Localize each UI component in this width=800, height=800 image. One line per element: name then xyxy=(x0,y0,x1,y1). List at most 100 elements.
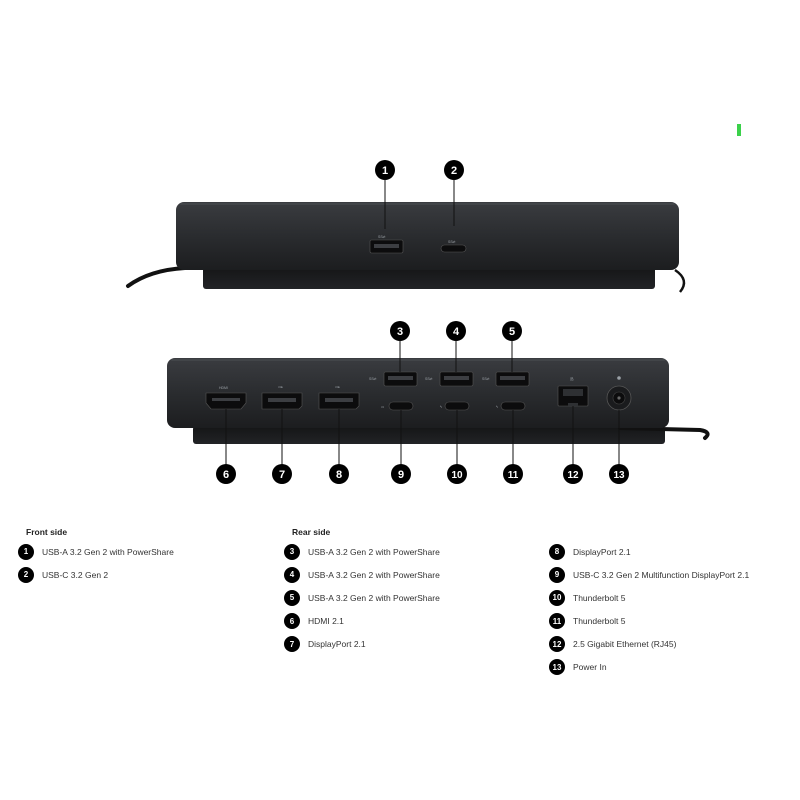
callout-3: 3 xyxy=(390,321,410,341)
legend-item: 1 USB-A 3.2 Gen 2 with PowerShare xyxy=(18,543,174,560)
callout-5: 5 xyxy=(502,321,522,341)
dp-logo: ▭ xyxy=(381,405,384,409)
legend-item: 5 USB-A 3.2 Gen 2 with PowerShare xyxy=(284,589,440,606)
rear-usb-a-port: SS⇄ xyxy=(369,371,418,387)
legend-item-label: Thunderbolt 5 xyxy=(573,592,626,603)
svg-text:7: 7 xyxy=(279,469,285,481)
rear-displayport-port: ▭▸ xyxy=(261,385,303,410)
dock-rear-view: HDMI ▭▸ ▭▸ SS⇄ SS⇄ SS⇄ xyxy=(167,341,710,465)
legend-number-badge: 3 xyxy=(284,543,300,560)
rear-ethernet-port: 品 xyxy=(557,377,589,407)
svg-text:2: 2 xyxy=(451,165,457,177)
callout-12: 12 xyxy=(563,464,583,484)
legend-item-label: Power In xyxy=(573,662,607,673)
callout-7: 7 xyxy=(272,464,292,484)
callout-2: 2 xyxy=(444,160,464,180)
thunderbolt-icon: ϟ xyxy=(496,405,498,409)
legend-item-label: USB-A 3.2 Gen 2 with PowerShare xyxy=(308,546,440,557)
legend-number-badge: 12 xyxy=(549,636,565,653)
status-indicator xyxy=(737,124,741,136)
svg-text:9: 9 xyxy=(398,469,404,481)
ss-logo: SS⇄ xyxy=(369,377,377,381)
rear-usb-a-port: SS⇄ xyxy=(482,371,530,387)
svg-text:13: 13 xyxy=(613,470,625,481)
legend-item: 11 Thunderbolt 5 xyxy=(549,613,749,630)
legend-item-label: HDMI 2.1 xyxy=(308,616,344,627)
svg-text:12: 12 xyxy=(567,470,579,481)
legend-item-label: USB-A 3.2 Gen 2 with PowerShare xyxy=(308,569,440,580)
callout-8: 8 xyxy=(329,464,349,484)
legend-number-badge: 8 xyxy=(549,543,565,560)
ss-logo: SS⇄ xyxy=(482,377,490,381)
front-cable-right xyxy=(674,268,686,293)
svg-text:3: 3 xyxy=(397,326,403,338)
callout-9: 9 xyxy=(391,464,411,484)
svg-text:4: 4 xyxy=(453,326,460,338)
svg-text:▭▸: ▭▸ xyxy=(278,385,283,389)
ss-logo: SS⇄ xyxy=(425,377,433,381)
ss-logo: SS⇄ xyxy=(448,240,456,244)
legend-item-label: Thunderbolt 5 xyxy=(573,616,626,627)
legend-item: 3 USB-A 3.2 Gen 2 with PowerShare xyxy=(284,543,440,560)
callout-10: 10 xyxy=(447,464,467,484)
svg-text:6: 6 xyxy=(223,469,229,481)
legend-number-badge: 7 xyxy=(284,636,300,653)
legend-number-badge: 4 xyxy=(284,566,300,583)
rear-cable xyxy=(618,426,710,440)
svg-text:1: 1 xyxy=(382,165,388,177)
callout-13: 13 xyxy=(609,464,629,484)
legend-number-badge: 5 xyxy=(284,589,300,606)
thunderbolt-icon: ϟ xyxy=(440,405,442,409)
rear-thunderbolt-port: ϟ xyxy=(496,401,526,411)
legend-heading: Front side xyxy=(26,527,68,537)
legend-item-label: USB-A 3.2 Gen 2 with PowerShare xyxy=(42,546,174,557)
rear-base xyxy=(193,426,665,444)
legend-item: 13 Power In xyxy=(549,659,749,676)
legend-number-badge: 2 xyxy=(18,566,34,583)
legend-item-label: USB-C 3.2 Gen 2 Multifunction DisplayPor… xyxy=(573,569,750,580)
ss-logo: SS⇄ xyxy=(378,235,386,239)
legend-item: 12 2.5 Gigabit Ethernet (RJ45) xyxy=(549,636,749,653)
legend-item: 8 DisplayPort 2.1 xyxy=(549,543,749,560)
legend-item-label: 2.5 Gigabit Ethernet (RJ45) xyxy=(573,639,677,650)
dock-front-view: SS⇄ SS⇄ xyxy=(126,180,686,293)
svg-text:8: 8 xyxy=(336,469,342,481)
legend-number-badge: 13 xyxy=(549,659,565,676)
network-icon: 品 xyxy=(570,377,574,381)
legend-item-label: DisplayPort 2.1 xyxy=(308,639,366,650)
callout-1: 1 xyxy=(375,160,395,180)
rear-hdmi-port: HDMI xyxy=(205,386,247,410)
legend-number-badge: 10 xyxy=(549,589,565,606)
legend-number-badge: 1 xyxy=(18,543,34,560)
legend-item: 6 HDMI 2.1 xyxy=(284,613,440,630)
legend-item-label: USB-A 3.2 Gen 2 with PowerShare xyxy=(308,592,440,603)
svg-text:11: 11 xyxy=(508,470,519,481)
legend-item: 2 USB-C 3.2 Gen 2 xyxy=(18,566,174,583)
svg-text:10: 10 xyxy=(451,470,463,481)
legend-heading: Rear side xyxy=(292,527,331,537)
front-body xyxy=(176,202,679,270)
power-icon xyxy=(617,376,621,380)
legend-number-badge: 11 xyxy=(549,613,565,630)
legend-number-badge: 6 xyxy=(284,613,300,630)
callout-6: 6 xyxy=(216,464,236,484)
callout-4: 4 xyxy=(446,321,466,341)
legend-item: 10 Thunderbolt 5 xyxy=(549,589,749,606)
front-usb-a-port: SS⇄ xyxy=(369,235,404,254)
svg-text:▭▸: ▭▸ xyxy=(335,385,340,389)
legend-item: 7 DisplayPort 2.1 xyxy=(284,636,440,653)
callout-11: 11 xyxy=(503,464,523,484)
rear-displayport-port: ▭▸ xyxy=(318,385,360,410)
front-base xyxy=(203,266,655,289)
legend-item: 4 USB-A 3.2 Gen 2 with PowerShare xyxy=(284,566,440,583)
svg-text:5: 5 xyxy=(509,326,515,338)
legend-item-label: DisplayPort 2.1 xyxy=(573,546,631,557)
front-usb-c-port: SS⇄ xyxy=(440,240,467,253)
legend-front: Front side 1 USB-A 3.2 Gen 2 with PowerSh… xyxy=(18,527,174,589)
legend-item-label: USB-C 3.2 Gen 2 xyxy=(42,569,109,580)
front-cable xyxy=(126,266,187,288)
